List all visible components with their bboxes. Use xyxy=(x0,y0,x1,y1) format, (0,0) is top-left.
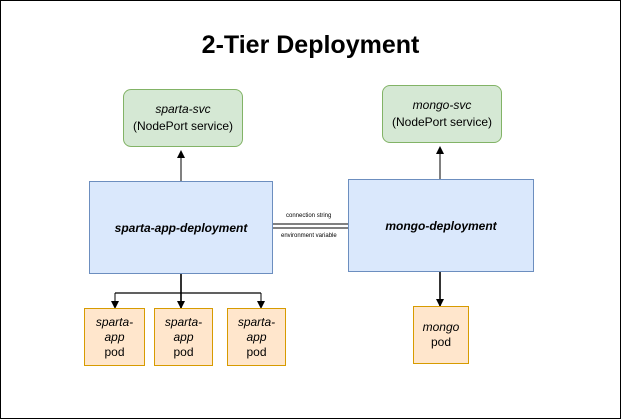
sparta-svc-type: (NodePort service) xyxy=(132,119,234,133)
sparta-pod-2[interactable]: sparta- app pod xyxy=(154,308,213,366)
sparta-pod-1-line2: app xyxy=(104,329,125,344)
sparta-deployment-node[interactable]: sparta-app-deployment xyxy=(89,181,273,274)
mongo-svc-type: (NodePort service) xyxy=(391,115,493,129)
sparta-pod-2-line3: pod xyxy=(173,344,194,359)
sparta-pod-3-line3: pod xyxy=(246,344,267,359)
sparta-pod-3[interactable]: sparta- app pod xyxy=(227,308,286,366)
connection-string-label: connection string xyxy=(286,213,332,219)
mongo-pod-line2: pod xyxy=(430,335,452,349)
sparta-pod-3-line1: sparta- xyxy=(237,314,276,329)
sparta-pod-1-line1: sparta- xyxy=(95,314,134,329)
mongo-svc-name: mongo-svc xyxy=(412,98,472,112)
sparta-svc-node[interactable]: sparta-svc (NodePort service) xyxy=(123,89,243,147)
sparta-pod-2-line2: app xyxy=(173,329,194,344)
mongo-deployment-label: mongo-deployment xyxy=(385,218,497,233)
mongo-pod[interactable]: mongo pod xyxy=(413,306,469,364)
mongo-deployment-node[interactable]: mongo-deployment xyxy=(348,179,534,272)
sparta-pod-1[interactable]: sparta- app pod xyxy=(84,308,145,366)
sparta-deployment-label: sparta-app-deployment xyxy=(114,220,248,235)
sparta-pod-2-line1: sparta- xyxy=(164,314,203,329)
sparta-pod-3-line2: app xyxy=(246,329,267,344)
mongo-pod-line1: mongo xyxy=(422,320,460,334)
environment-variable-label: environment variable xyxy=(281,233,337,239)
sparta-svc-name: sparta-svc xyxy=(155,102,211,116)
mongo-svc-node[interactable]: mongo-svc (NodePort service) xyxy=(382,85,502,143)
diagram-title: 2-Tier Deployment xyxy=(201,31,420,59)
sparta-pod-1-line3: pod xyxy=(104,344,125,359)
